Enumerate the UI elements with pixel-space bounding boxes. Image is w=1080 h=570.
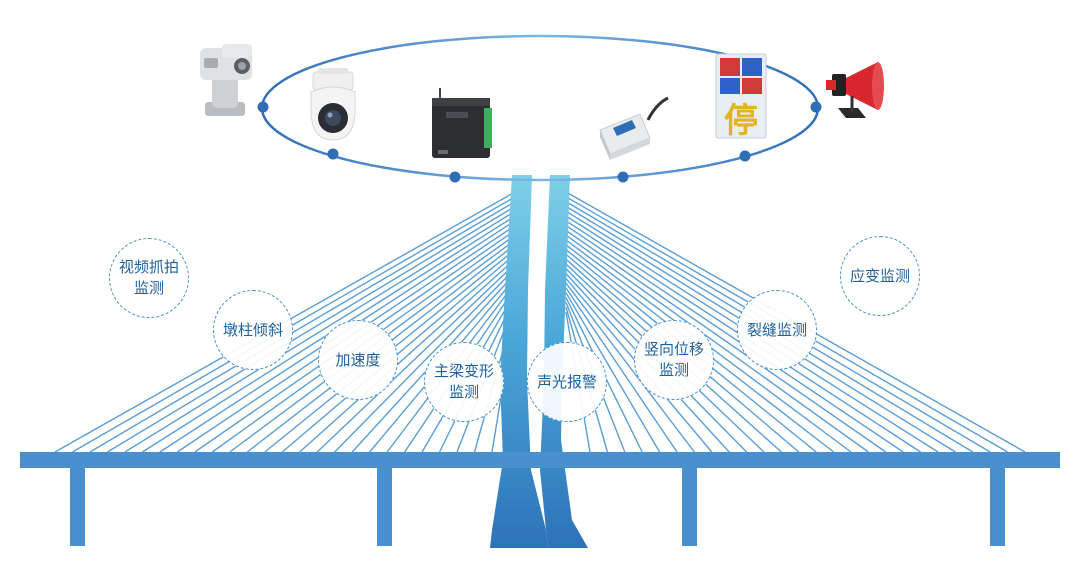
- node-label: 应变监测: [849, 266, 910, 285]
- alarm-horn-icon: [826, 62, 884, 118]
- pier-1: [70, 468, 85, 546]
- node-label: 竖向位移 监测: [643, 340, 704, 379]
- node-label: 墩柱倾斜: [222, 320, 283, 339]
- ring-node-2: [327, 148, 339, 160]
- bridge-deck: [20, 452, 1060, 468]
- stay-cable-left-5: [124, 210, 516, 453]
- stay-cable-left-16: [316, 263, 516, 453]
- stay-cable-right-10: [565, 234, 869, 453]
- node-label: 视频抓拍 监测: [118, 258, 179, 297]
- stay-cable-left-4: [107, 205, 516, 453]
- data-acquisition-unit-icon: [432, 88, 492, 158]
- node-label: 声光报警: [536, 372, 597, 391]
- ptz-thermal-camera-icon: [200, 44, 252, 116]
- stay-cable-left-2: [72, 196, 516, 453]
- ring-node-3: [449, 171, 461, 183]
- stay-cable-right-20: [565, 282, 695, 453]
- stay-cable-right-9: [565, 229, 887, 453]
- node-label: 主梁变形 监测: [433, 362, 494, 401]
- monitoring-node-strain-monitoring: 应变监测: [840, 236, 920, 316]
- ring-node-4: [617, 171, 629, 183]
- monitoring-node-acceleration: 加速度: [318, 320, 398, 400]
- led-sign-icon: 停: [715, 53, 767, 141]
- tilt-sensor-icon: [599, 96, 669, 160]
- stay-cable-right-22: [565, 292, 661, 453]
- stay-cable-left-17: [334, 268, 516, 453]
- monitoring-node-pier-tilt: 墩柱倾斜: [213, 290, 293, 370]
- stay-cable-left-15: [299, 258, 516, 453]
- ring-node-1: [257, 101, 269, 113]
- pier-3: [682, 468, 697, 546]
- dome-camera-icon: [310, 68, 356, 141]
- node-label: 加速度: [335, 350, 381, 369]
- led-sign-text: 停: [724, 101, 758, 141]
- pier-2: [377, 468, 392, 546]
- stay-cable-right-8: [565, 225, 904, 453]
- monitoring-node-vertical-displacement: 竖向位移 监测: [634, 320, 714, 400]
- ring-node-6: [810, 101, 822, 113]
- node-label: 裂缝监测: [746, 320, 807, 339]
- stay-cable-right-21: [565, 287, 678, 453]
- stay-cable-left-3: [89, 200, 516, 453]
- monitoring-node-video-capture: 视频抓拍 监测: [109, 238, 189, 318]
- pier-4: [990, 468, 1005, 546]
- monitoring-node-sound-light-alarm: 声光报警: [527, 342, 607, 422]
- stay-cable-left-14: [281, 253, 516, 453]
- ring-node-5: [739, 150, 751, 162]
- monitoring-node-crack-monitoring: 裂缝监测: [737, 290, 817, 370]
- monitoring-node-girder-deformation: 主梁变形 监测: [424, 342, 504, 422]
